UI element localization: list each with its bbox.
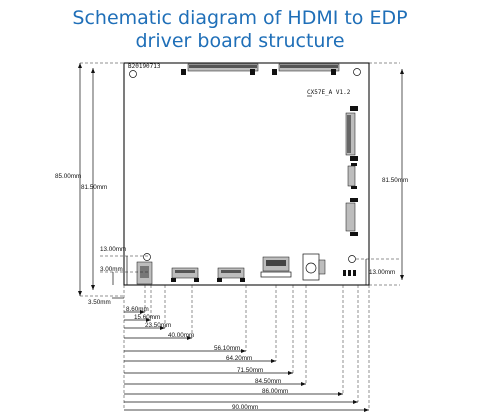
top-edp-connector-left — [181, 63, 259, 75]
board-outline — [123, 62, 370, 286]
bottom-audio-jack — [302, 253, 326, 281]
mounting-holes — [129, 68, 361, 263]
dim-label-3mm: 3.00mm — [100, 266, 123, 273]
right-mid-connector — [345, 198, 358, 236]
horizontal-dimension-lines — [112, 297, 369, 412]
model-label: CX57E_A V1.2 — [307, 89, 351, 96]
dim-label-90mm: 90.00mm — [232, 404, 258, 411]
dim-label-86mm: 86.00mm — [262, 388, 288, 395]
right-small-connector — [347, 163, 357, 189]
date-code-label: B20190713 — [128, 63, 161, 70]
dim-label-85mm: 85.00mm — [55, 173, 81, 180]
vertical-dimension-lines — [78, 63, 404, 296]
bottom-connector-2 — [217, 267, 245, 282]
dim-label-23-5mm: 23.50mm — [145, 322, 171, 329]
extension-lines — [80, 62, 400, 410]
dim-label-81-5mm-right: 81.50mm — [382, 177, 408, 184]
top-edp-connector-right — [272, 63, 340, 75]
dim-label-40mm: 40.00mm — [168, 332, 194, 339]
title-line-1: Schematic diagram of HDMI to EDP — [72, 7, 408, 29]
bottom-power-pins — [343, 270, 356, 276]
dim-label-13mm-left: 13.00mm — [100, 246, 126, 253]
dim-label-71-5mm: 71.50mm — [237, 367, 263, 374]
dim-label-56-1mm: 56.10mm — [214, 345, 240, 352]
bottom-hdmi-port — [260, 256, 292, 278]
dim-label-13mm-right: 13.00mm — [369, 269, 395, 276]
dim-label-81-5mm-left: 81.50mm — [81, 184, 107, 191]
bottom-connector-1 — [171, 267, 199, 282]
title-line-2: driver board structure — [135, 30, 345, 52]
dim-label-64-2mm: 64.20mm — [226, 355, 252, 362]
right-fpc-connector — [345, 106, 358, 161]
bottom-left-jack — [136, 261, 153, 285]
dim-label-3-5mm: 3.50mm — [88, 299, 111, 306]
dim-label-8-6mm: 8.60mm — [126, 306, 149, 313]
dim-label-15-6mm: 15.60mm — [134, 314, 160, 321]
dim-label-84-5mm: 84.50mm — [255, 378, 281, 385]
